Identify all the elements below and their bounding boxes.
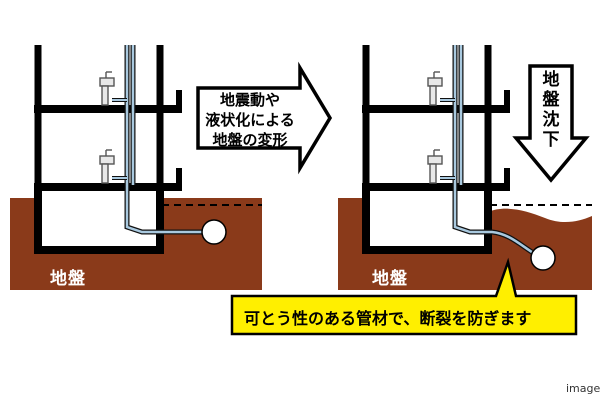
right-ground [338,198,592,290]
left-ground [10,198,262,290]
right-pipe [440,45,540,259]
right-basement-wall [362,191,492,254]
right-stub-lower [504,168,510,191]
left-basement-wall [34,191,164,254]
middle-arrow-line-1: 地震動や [219,91,280,109]
down-arrow-icon [512,64,590,183]
down-arrow-label: 地盤沈下 [542,70,560,150]
right-slab-lower [362,183,508,191]
left-slab-upper [34,105,180,113]
left-slab-lower [34,183,180,191]
middle-arrow-icon [196,61,333,175]
left-ground-label: 地盤 [50,269,86,289]
left-sink-upper-icon [99,71,115,106]
right-sink-lower-icon [427,149,443,184]
left-pipe [112,45,208,235]
left-stub-lower [176,168,182,191]
right-sink-upper-icon [427,71,443,106]
right-slab-upper [362,105,508,113]
right-manhole [530,245,556,271]
image-caption: image [566,382,600,395]
middle-arrow-line-2: 液状化による [205,111,295,129]
left-sink-lower-icon [99,149,115,184]
right-ground-label: 地盤 [372,269,408,289]
middle-arrow-label: 地震動や 液状化による 地盤の変形 [200,90,300,150]
left-manhole [201,219,227,245]
right-stub-upper [504,90,510,113]
left-stub-upper [176,90,182,113]
callout-label: 可とう性のある管材で、断裂を防ぎます [244,309,532,328]
callout-box [230,257,578,336]
middle-arrow-line-3: 地盤の変形 [212,131,288,149]
